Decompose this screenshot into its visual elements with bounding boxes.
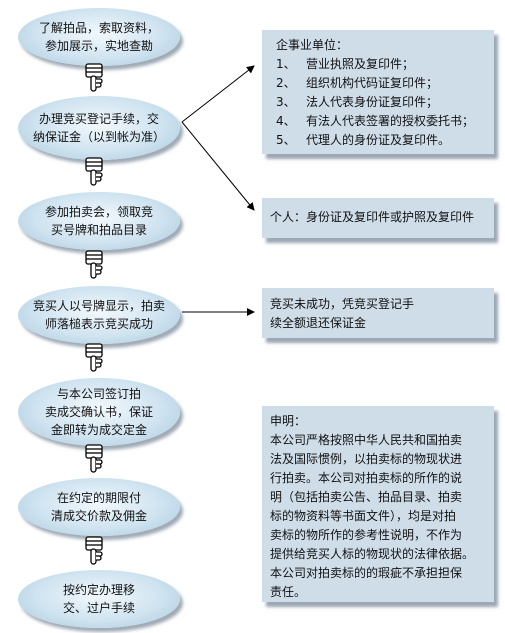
pointing-hand-icon — [85, 63, 103, 92]
refund-note-box: 竞买未成功，凭竞买登记手 续全额退还保证金 — [262, 288, 494, 338]
step-4: 竞买人以号牌显示，拍卖 师落槌表示竞买成功 — [18, 286, 180, 344]
step-1: 了解拍品，索取资料， 参加展示，实地查勘 — [18, 8, 180, 66]
statement-title: 申明： — [270, 414, 307, 428]
statement-body: 本公司严格按照中华人民共和国拍卖 法及国际惯例，以拍卖标的物现状进 行拍卖。本公… — [270, 433, 475, 599]
corporate-requirements-box: 企事业单位： 1、营业执照及复印件； 2、组织机构代码证复印件； 3、法人代表身… — [262, 30, 494, 154]
requirement-item: 2、组织机构代码证复印件； — [276, 76, 439, 90]
step-3: 参加拍卖会，领取竞 买号牌和拍品目录 — [18, 192, 180, 250]
requirement-item: 3、法人代表身份证复印件； — [276, 95, 439, 109]
requirement-item: 5、代理人的身份证及复印件。 — [276, 133, 451, 147]
step-6-text: 在约定的期限付 清成交价款及佣金 — [50, 491, 147, 523]
statement-box: 申明： 本公司严格按照中华人民共和国拍卖 法及国际惯例，以拍卖标的物现状进 行拍… — [262, 406, 494, 602]
step-4-text: 竞买人以号牌显示，拍卖 师落槌表示竞买成功 — [32, 299, 165, 331]
step-2: 办理竞买登记手续，交 纳保证金（以到帐为准） — [18, 96, 180, 160]
step-2-text: 办理竞买登记手续，交 纳保证金（以到帐为准） — [32, 112, 165, 144]
step-5-text: 与本公司签订拍 卖成交确认书，保证 金即转为成交定金 — [44, 387, 153, 437]
step-6: 在约定的期限付 清成交价款及佣金 — [18, 478, 180, 536]
individual-requirements-box: 个人：身份证及复印件或护照及复印件 — [262, 198, 494, 238]
step-5: 与本公司签订拍 卖成交确认书，保证 金即转为成交定金 — [18, 378, 180, 446]
step-7: 按约定办理移 交、过户手续 — [18, 570, 180, 628]
arrow-to-corporate — [181, 65, 255, 123]
individual-text: 个人：身份证及复印件或护照及复印件 — [270, 210, 475, 224]
step-3-text: 参加拍卖会，领取竞 买号牌和拍品目录 — [44, 205, 153, 237]
step-7-text: 按约定办理移 交、过户手续 — [62, 583, 135, 615]
pointing-hand-icon — [85, 536, 103, 565]
pointing-hand-icon — [85, 157, 103, 186]
requirement-item: 4、有法人代表签署的授权委托书； — [276, 114, 475, 128]
pointing-hand-icon — [85, 444, 103, 473]
corporate-title: 企事业单位： — [276, 38, 349, 52]
requirement-item: 1、营业执照及复印件； — [276, 57, 415, 71]
refund-note-text: 竞买未成功，凭竞买登记手 续全额退还保证金 — [270, 297, 415, 330]
step-1-text: 了解拍品，索取资料， 参加展示，实地查勘 — [38, 21, 159, 53]
pointing-hand-icon — [85, 343, 103, 372]
arrow-to-individual — [181, 121, 255, 211]
pointing-hand-icon — [85, 250, 103, 279]
